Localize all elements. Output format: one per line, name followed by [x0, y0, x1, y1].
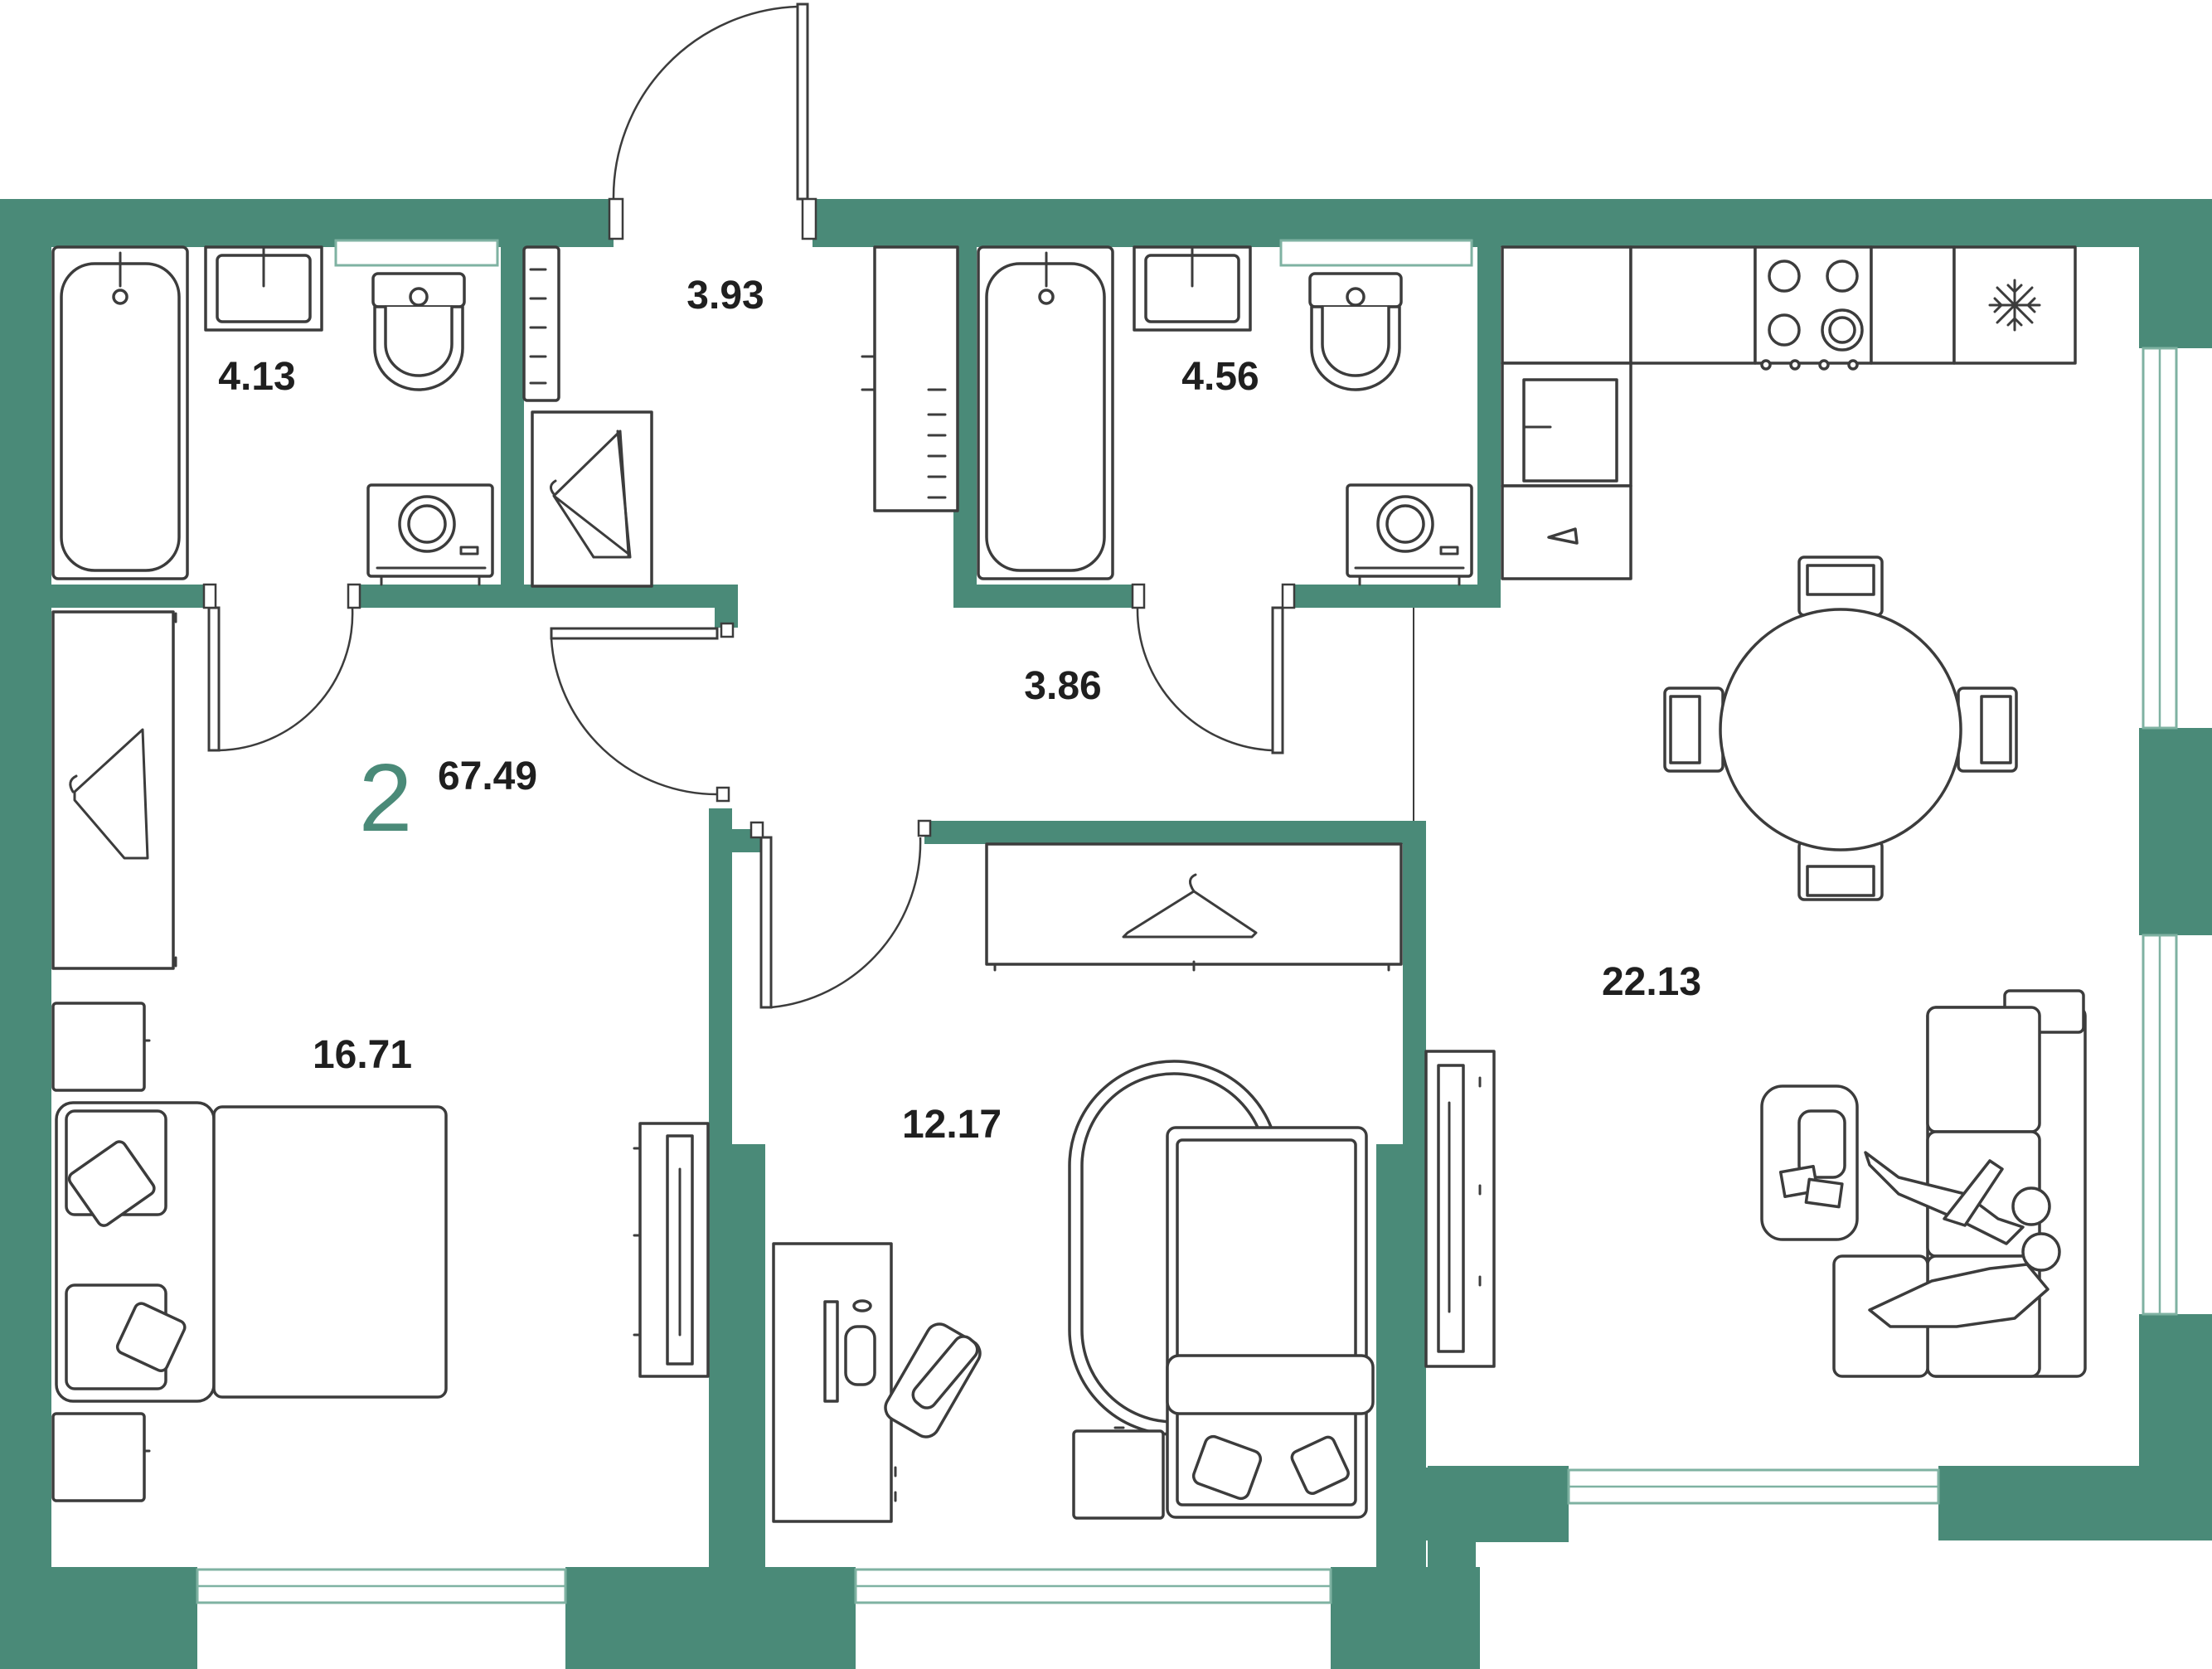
window-bathroom-right	[1279, 239, 1473, 267]
toilet-icon	[1308, 272, 1403, 391]
nightstand-icon	[51, 1002, 146, 1092]
hall-fixtures	[522, 245, 959, 588]
window-bathroom-left	[334, 239, 499, 267]
dining-table-icon	[1663, 556, 2018, 901]
wardrobe-bedroom-icon	[51, 610, 177, 970]
sofa-bed-icon	[1166, 1126, 1375, 1519]
doors	[202, 2, 1414, 1009]
wardrobe-hall-icon	[531, 410, 653, 588]
study-fixtures	[772, 842, 1403, 1523]
nightstand-icon	[51, 1412, 146, 1502]
kitchen-fixtures	[1501, 245, 2077, 580]
wardrobe-entrance-icon	[861, 245, 959, 512]
bed-icon	[55, 1101, 448, 1403]
kitchen-sink-icon	[1501, 361, 1632, 488]
nightstand-icon	[1072, 1429, 1165, 1520]
walls	[0, 199, 2212, 1669]
dishwasher-icon	[1501, 484, 1632, 580]
area-hall-entrance: 3.93	[686, 274, 764, 318]
washing-machine-icon	[366, 483, 494, 586]
area-bathroom-left: 4.13	[218, 355, 295, 399]
area-bathroom-right: 4.56	[1181, 355, 1259, 399]
desk-icon	[772, 1242, 982, 1523]
people-icon	[1864, 1151, 2061, 1328]
bathroom-right-fixtures	[977, 245, 1473, 586]
area-bedroom: 16.71	[313, 1033, 412, 1077]
sofa-icon	[1760, 989, 2087, 1378]
tv-stand-living-icon	[1424, 1050, 1496, 1368]
fridge-icon	[1952, 245, 2077, 365]
bathroom-left-fixtures	[51, 245, 494, 586]
washing-machine-icon	[1346, 483, 1473, 586]
area-kitchen-living: 22.13	[1602, 960, 1701, 1004]
rooms-count: 2	[359, 744, 413, 851]
tv-stand-bedroom-icon	[633, 1122, 710, 1378]
area-study-bedroom: 12.17	[902, 1103, 1002, 1147]
total-area: 67.49	[438, 754, 537, 798]
room-labels: 4.13 3.93 4.56 3.86 16.71 12.17 22.13 2 …	[218, 274, 1701, 1147]
area-corridor: 3.86	[1024, 664, 1101, 708]
wardrobe-study-icon	[985, 842, 1403, 972]
bedroom-fixtures	[51, 610, 710, 1502]
stove-icon	[1754, 245, 1873, 371]
windows	[196, 239, 2178, 1604]
shoe-rack-icon	[522, 245, 560, 402]
toilet-icon	[371, 272, 466, 391]
